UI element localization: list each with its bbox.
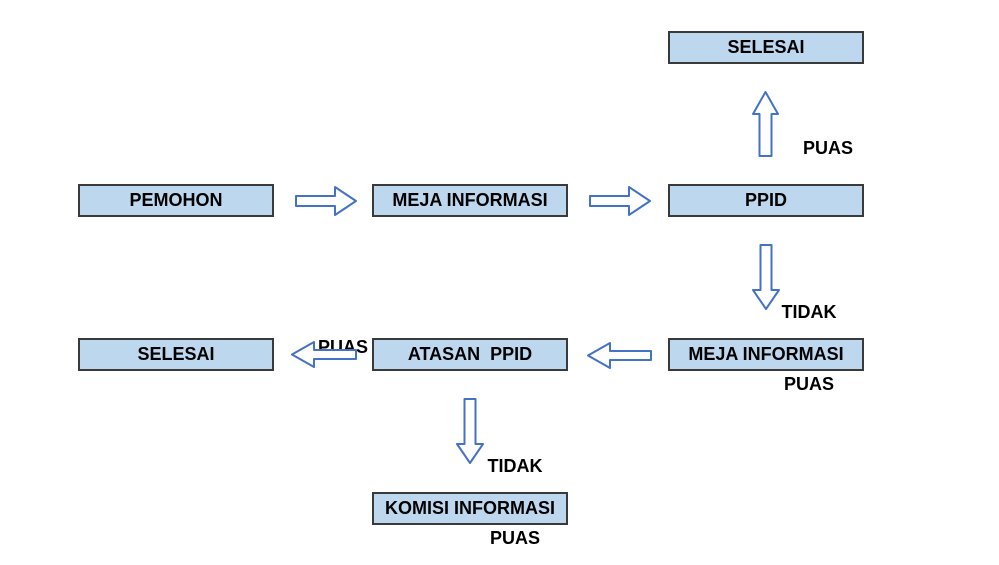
node-selesai-top: SELESAI — [668, 31, 864, 64]
edge-label-tidak-puas-bottom-line2: PUAS — [489, 528, 540, 548]
node-meja-informasi-2-label: MEJA INFORMASI — [688, 344, 844, 364]
node-komisi-informasi-label: KOMISI INFORMASI — [385, 498, 555, 518]
node-komisi-informasi: KOMISI INFORMASI — [372, 492, 568, 525]
arrow-right-pemohon-to-meja-icon — [295, 186, 357, 216]
edge-label-tidak-puas-right: TIDAK PUAS — [780, 252, 838, 444]
arrow-down-atasan-to-komisi-icon — [456, 398, 484, 464]
node-pemohon-label: PEMOHON — [129, 190, 223, 210]
arrow-left-atasan-to-selesai-icon — [291, 341, 357, 368]
node-meja-informasi-2: MEJA INFORMASI — [668, 338, 864, 371]
edge-label-tidak-puas-right-line2: PUAS — [783, 374, 834, 394]
arrow-down-ppid-to-meja-icon — [752, 244, 780, 310]
node-meja-informasi-1-label: MEJA INFORMASI — [392, 190, 548, 210]
node-ppid-label: PPID — [744, 190, 787, 210]
node-selesai-left-label: SELESAI — [137, 344, 215, 364]
node-atasan-ppid-label: ATASAN PPID — [407, 344, 533, 364]
arrow-up-ppid-to-selesai-icon — [752, 91, 779, 157]
node-ppid: PPID — [668, 184, 864, 217]
node-meja-informasi-1: MEJA INFORMASI — [372, 184, 568, 217]
arrow-left-meja-to-atasan-icon — [587, 342, 652, 369]
edge-label-puas-top: PUAS — [783, 112, 853, 184]
node-atasan-ppid: ATASAN PPID — [372, 338, 568, 371]
arrow-right-meja-to-ppid-icon — [589, 186, 651, 216]
edge-label-tidak-puas-right-line1: TIDAK — [781, 302, 837, 322]
edge-label-tidak-puas-bottom: TIDAK PUAS — [486, 406, 544, 565]
edge-label-puas-top-text: PUAS — [803, 138, 854, 158]
edge-label-tidak-puas-bottom-line1: TIDAK — [487, 456, 543, 476]
node-selesai-top-label: SELESAI — [727, 37, 805, 57]
node-selesai-left: SELESAI — [78, 338, 274, 371]
node-pemohon: PEMOHON — [78, 184, 274, 217]
